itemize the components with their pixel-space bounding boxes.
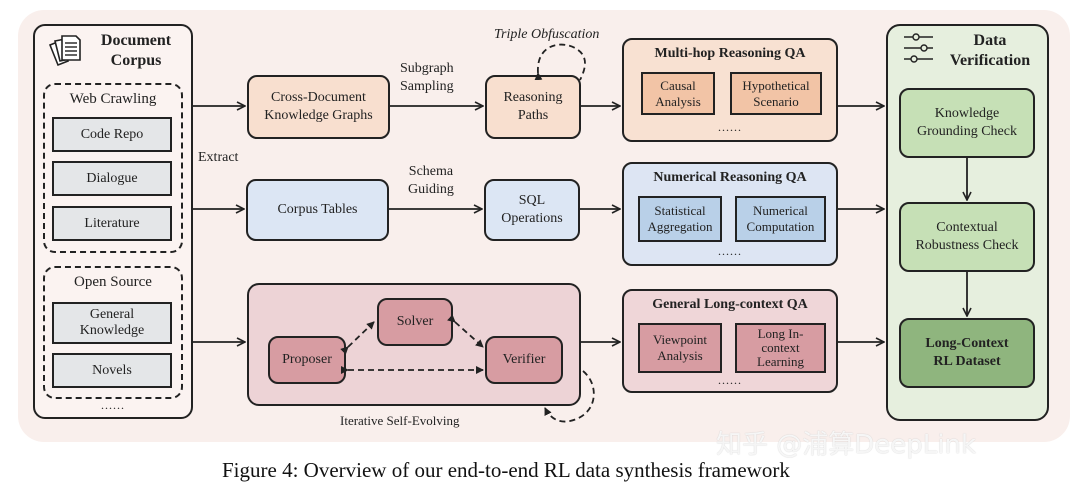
corpus-tables-node: Corpus Tables: [246, 179, 389, 241]
web-crawling-label: Web Crawling: [69, 91, 157, 107]
watermark: 知乎 @浦算DeepLink: [716, 430, 977, 460]
numerical-ellipsis: ......: [718, 244, 742, 258]
verification-title-line1: Data: [973, 32, 1007, 49]
solver-node: Solver: [377, 298, 453, 346]
source-item-novels: Novels: [52, 353, 172, 388]
knowledge-grounding-check-node: Knowledge Grounding Check: [899, 88, 1035, 158]
corpus-title-line2: Corpus: [110, 52, 162, 69]
triple-obfuscation-label: Triple Obfuscation: [494, 27, 600, 42]
long-context-ellipsis: ......: [718, 373, 742, 387]
iterative-self-evolving-label: Iterative Self-Evolving: [340, 413, 460, 428]
multi-hop-ellipsis: ......: [718, 120, 742, 134]
corpus-ellipsis: ......: [101, 398, 125, 412]
extract-label: Extract: [198, 150, 239, 165]
corpus-title-line1: Document: [100, 32, 172, 49]
sliders-icon: [903, 31, 935, 65]
source-item-dialogue: Dialogue: [52, 161, 172, 196]
long-context-qa-title: General Long-context QA: [652, 297, 808, 312]
open-source-label: Open Source: [74, 274, 152, 290]
qa-item-causal-analysis: Causal Analysis: [641, 72, 715, 115]
source-item-code-repo: Code Repo: [52, 117, 172, 152]
subgraph-sampling-label: Subgraph Sampling: [400, 61, 454, 94]
figure-caption: Figure 4: Overview of our end-to-end RL …: [222, 458, 790, 482]
numerical-qa-title: Numerical Reasoning QA: [653, 170, 807, 185]
sql-operations-node: SQL Operations: [484, 179, 580, 241]
knowledge-graphs-node: Cross-Document Knowledge Graphs: [247, 75, 390, 139]
proposer-node: Proposer: [268, 336, 346, 384]
reasoning-paths-node: Reasoning Paths: [485, 75, 581, 139]
open-source-group: [43, 266, 183, 399]
qa-item-viewpoint-analysis: Viewpoint Analysis: [638, 323, 722, 373]
web-crawling-group: [43, 83, 183, 253]
data-verification-title: Data Verification: [940, 31, 1040, 71]
source-item-general-knowledge: General Knowledge: [52, 302, 172, 344]
qa-item-numerical-computation: Numerical Computation: [735, 196, 826, 242]
schema-guiding-label: Schema Guiding: [408, 164, 454, 197]
document-stack-icon: [46, 33, 82, 67]
verification-title-line2: Verification: [949, 52, 1031, 69]
rl-dataset-output-node: Long-Context RL Dataset: [899, 318, 1035, 388]
qa-item-statistical-aggregation: Statistical Aggregation: [638, 196, 722, 242]
qa-item-hypothetical-scenario: Hypothetical Scenario: [730, 72, 822, 115]
qa-item-long-in-context-learning: Long In- context Learning: [735, 323, 826, 373]
document-corpus-title: Document Corpus: [86, 31, 186, 71]
multi-hop-qa-title: Multi-hop Reasoning QA: [654, 46, 806, 61]
source-item-literature: Literature: [52, 206, 172, 241]
verifier-node: Verifier: [485, 336, 563, 384]
contextual-robustness-check-node: Contextual Robustness Check: [899, 202, 1035, 272]
